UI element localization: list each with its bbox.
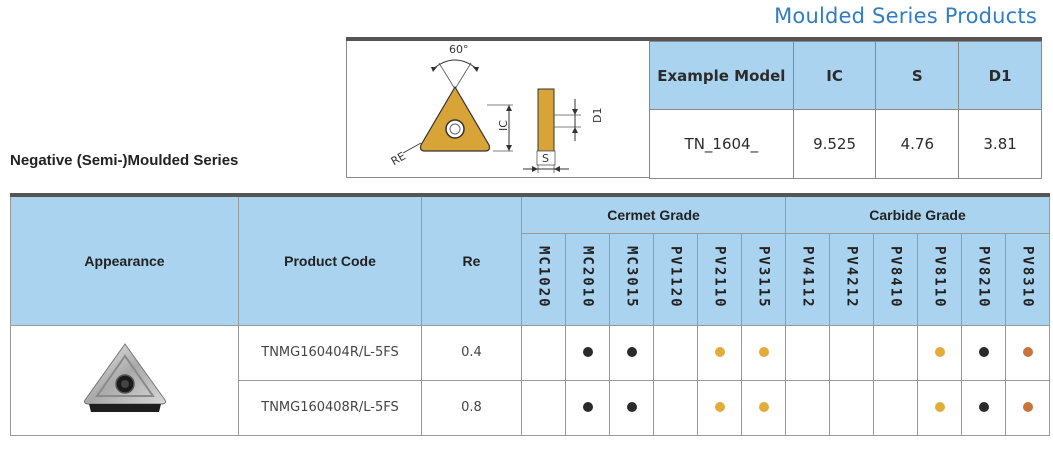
product-code: TNMG160408R/L-5FS xyxy=(238,379,422,436)
grade-cell xyxy=(697,379,742,436)
grade-cell xyxy=(785,324,830,381)
orange-dot-icon xyxy=(1022,401,1033,412)
spec-header-s: S xyxy=(875,41,960,110)
grade-pv8310: PV8310 xyxy=(1005,232,1050,326)
table-row: TNMG160404R/L-5FS 0.4 xyxy=(10,324,1050,436)
grade-cell xyxy=(1005,379,1050,436)
grade-pv8210: PV8210 xyxy=(961,232,1006,326)
grade-cell xyxy=(873,324,918,381)
black-dot-icon xyxy=(582,401,593,412)
grade-cell xyxy=(917,379,962,436)
black-dot-icon xyxy=(626,346,637,357)
grade-mc3015: MC3015 xyxy=(609,232,654,326)
grade-cell xyxy=(829,324,874,381)
triangle-insert xyxy=(419,85,491,152)
grade-cell xyxy=(917,324,962,381)
spec-block: 60° RE IC D1 xyxy=(346,37,1042,179)
insert-diagram-svg: 60° RE IC D1 xyxy=(389,43,604,173)
grade-mc2010: MC2010 xyxy=(565,232,610,326)
gold-dot-icon xyxy=(714,401,725,412)
grade-cell xyxy=(565,379,610,436)
insert-diagram: 60° RE IC D1 xyxy=(346,41,650,178)
header-product-code: Product Code xyxy=(238,194,422,326)
grade-cell xyxy=(521,379,566,436)
header-re: Re xyxy=(421,194,522,326)
arrow-right-icon xyxy=(473,67,479,72)
grade-cell xyxy=(521,324,566,381)
grade-cell xyxy=(1005,324,1050,381)
spec-header-d1: D1 xyxy=(958,41,1042,110)
grade-cell xyxy=(829,379,874,436)
re-value: 0.8 xyxy=(421,379,522,436)
grade-pv2110: PV2110 xyxy=(697,232,742,326)
spec-header-model: Example Model xyxy=(649,41,794,110)
insert-photo-icon xyxy=(83,342,166,412)
grade-cell xyxy=(961,379,1006,436)
insert-appearance xyxy=(10,324,239,436)
spec-value-d1: 3.81 xyxy=(958,109,1042,179)
spec-value-s: 4.76 xyxy=(875,109,960,179)
spec-table: Example Model IC S D1 TN_1604_ 9.525 4.7… xyxy=(649,41,1042,179)
orange-dot-icon xyxy=(1022,346,1033,357)
grade-cell xyxy=(961,324,1006,381)
gold-dot-icon xyxy=(758,346,769,357)
insert-side-view xyxy=(537,88,555,152)
header-carbide-grade: Carbide Grade xyxy=(785,194,1050,234)
ic-label: IC xyxy=(497,120,510,131)
d1-label: D1 xyxy=(591,108,604,123)
grade-pv4112: PV4112 xyxy=(785,232,830,326)
s-label: S xyxy=(542,152,549,165)
grade-pv3115: PV3115 xyxy=(741,232,786,326)
grade-cell xyxy=(609,379,654,436)
grade-pv4212: PV4212 xyxy=(829,232,874,326)
arrow-left-icon xyxy=(431,67,437,72)
gold-dot-icon xyxy=(714,346,725,357)
gold-dot-icon xyxy=(934,401,945,412)
grade-cell xyxy=(873,379,918,436)
grade-mc1020: MC1020 xyxy=(521,232,566,326)
grade-cell xyxy=(565,324,610,381)
grade-cell xyxy=(609,324,654,381)
grade-cell xyxy=(653,379,698,436)
angle-arc xyxy=(432,59,478,70)
section-subtitle: Negative (Semi-)Moulded Series xyxy=(10,152,239,169)
spec-value-model: TN_1604_ xyxy=(649,109,794,179)
header-appearance: Appearance xyxy=(10,194,239,326)
table-row: TNMG160408R/L-5FS 0.8 xyxy=(11,379,1050,436)
gold-dot-icon xyxy=(934,346,945,357)
grade-pv1120: PV1120 xyxy=(653,232,698,326)
grade-table: Appearance Product Code Re Cermet Grade … xyxy=(10,193,1050,436)
grade-code-row: MC1020 MC2010 MC3015 PV1120 PV2110 PV311… xyxy=(11,232,1050,326)
angle-label: 60° xyxy=(449,43,469,56)
re-label: RE xyxy=(389,149,408,168)
grade-pv8410: PV8410 xyxy=(873,232,918,326)
black-dot-icon xyxy=(978,346,989,357)
spec-value-ic: 9.525 xyxy=(792,109,877,179)
gold-dot-icon xyxy=(758,401,769,412)
series-title: Moulded Series Products xyxy=(774,4,1037,28)
grade-cell xyxy=(785,379,830,436)
spec-header-ic: IC xyxy=(792,41,877,110)
grade-cell xyxy=(653,324,698,381)
re-value: 0.4 xyxy=(421,324,522,381)
product-code: TNMG160404R/L-5FS xyxy=(238,324,422,381)
grade-pv8110: PV8110 xyxy=(917,232,962,326)
black-dot-icon xyxy=(978,401,989,412)
black-dot-icon xyxy=(626,401,637,412)
grade-cell xyxy=(697,324,742,381)
header-cermet-grade: Cermet Grade xyxy=(521,194,786,234)
grade-cell xyxy=(741,379,786,436)
grade-cell xyxy=(741,324,786,381)
black-dot-icon xyxy=(582,346,593,357)
